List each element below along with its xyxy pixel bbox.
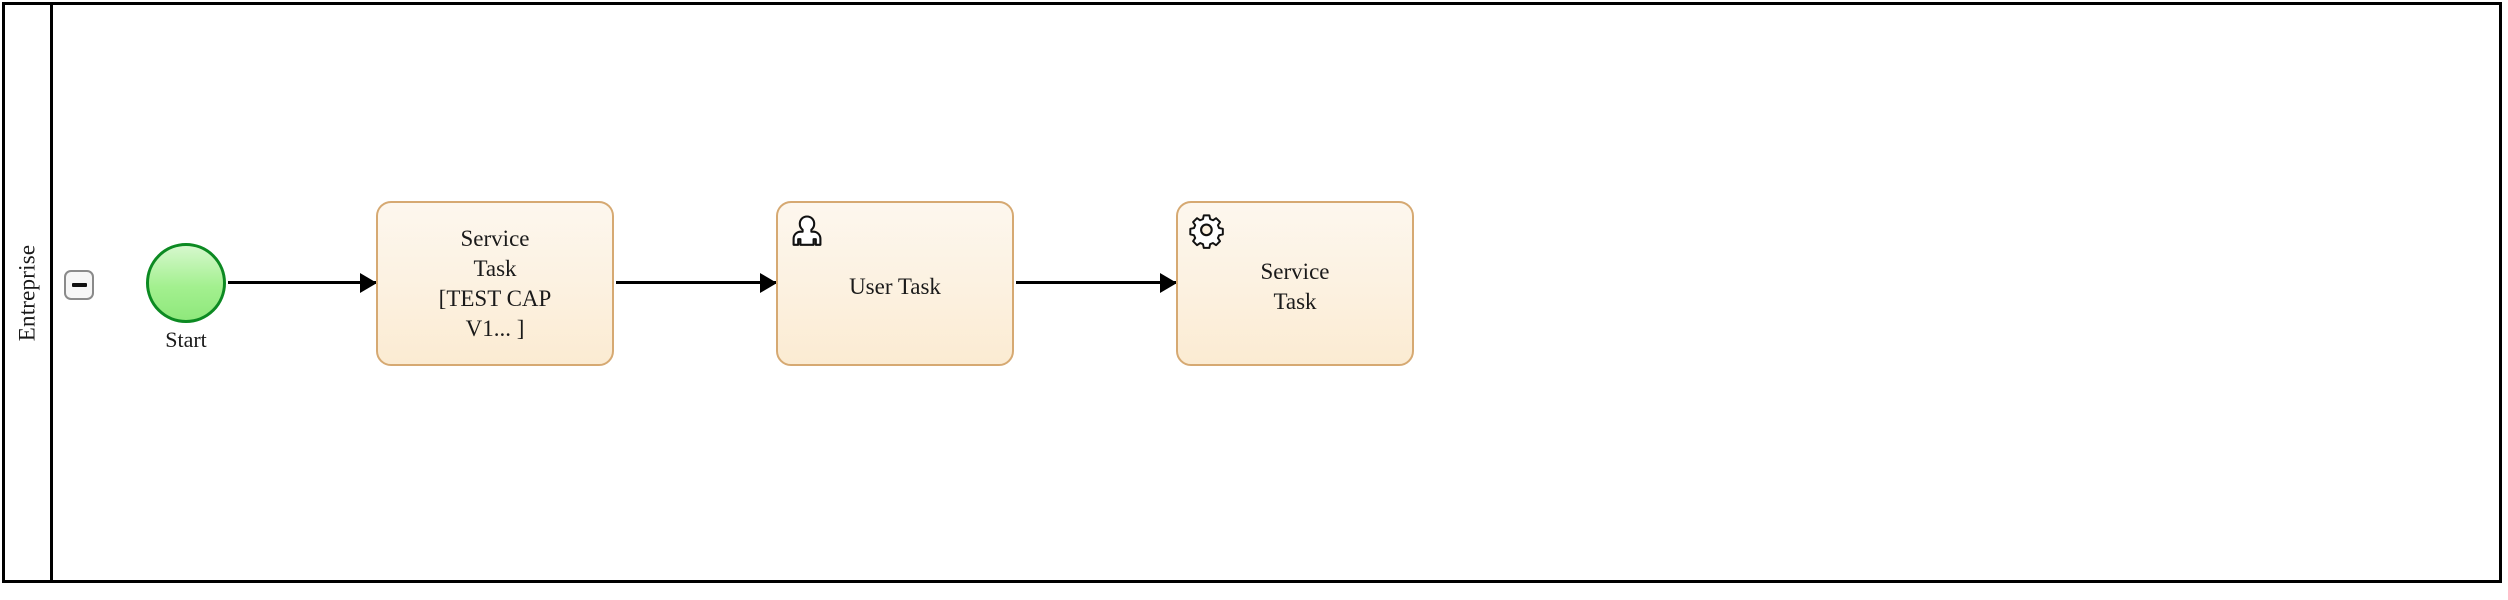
gear-icon [1188,211,1226,249]
sequence-flow-2[interactable] [616,272,777,293]
pool-entreprise[interactable]: Entreprise Start [2,2,2502,583]
start-event-label: Start [165,327,207,352]
start-event-circle [146,243,226,323]
arrow-head-icon [760,272,777,293]
task-service[interactable]: Service Task [1176,201,1414,366]
lane-header[interactable]: Entreprise [5,5,53,580]
sequence-flow-1[interactable] [228,272,377,293]
task-user[interactable]: User Task [776,201,1014,366]
arrow-head-icon [360,272,377,293]
lane-collapse-button[interactable] [64,270,94,300]
lane-label: Entreprise [14,244,40,341]
task-label: Service Task [TEST CAP V1... ] [438,225,552,341]
user-icon [788,211,826,249]
minus-icon [71,283,87,287]
sequence-flow-3[interactable] [1016,272,1177,293]
task-service-test-cap[interactable]: Service Task [TEST CAP V1... ] [376,201,614,366]
arrow-head-icon [1160,272,1177,293]
start-event[interactable]: Start [146,243,226,352]
task-label: User Task [849,273,941,299]
lane-body: Start Service Task [TEST CAP V1... ] Use… [53,5,2499,580]
task-label: Service Task [1260,258,1330,314]
